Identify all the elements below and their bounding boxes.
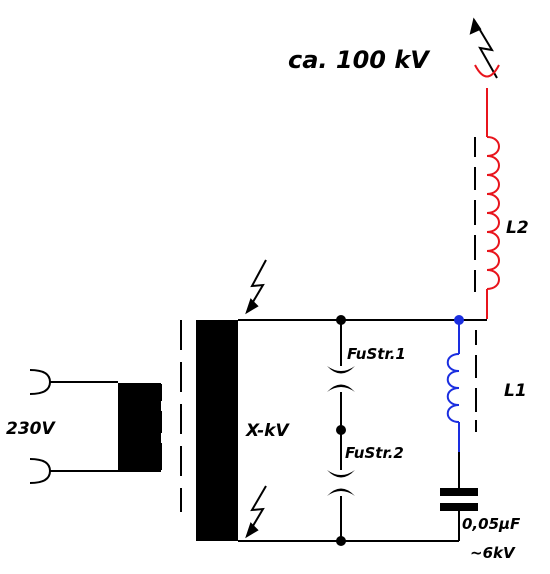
- primary-coil-label: L1: [504, 381, 527, 401]
- secondary-coil-label: L2: [506, 218, 529, 238]
- secondary-coil-L2: [474, 64, 500, 319]
- capacitor-voltage-label: ~6kV: [470, 544, 516, 562]
- capacitor: [440, 488, 478, 511]
- spark-gap-2-label: FuStr.2: [345, 444, 404, 462]
- output-voltage-label: ca. 100 kV: [288, 46, 431, 74]
- bottom-wire: [238, 452, 460, 542]
- spark-gap-1-label: FuStr.1: [347, 345, 406, 363]
- spark-lightning-icon-bottom: [245, 485, 267, 539]
- hv-transformer: [180, 320, 238, 541]
- transformer-output-label: X-kV: [245, 421, 290, 441]
- mains-input-wires: [29, 369, 118, 484]
- spark-lightning-icon-top: [245, 259, 267, 315]
- capacitor-value-label: 0,05µF: [462, 515, 521, 533]
- junction-dot-coil: [454, 315, 464, 325]
- spark-gap-2: [327, 470, 355, 496]
- mains-input-transformer: [118, 383, 162, 472]
- spark-gap-1: [327, 366, 355, 392]
- primary-coil-L1: [446, 320, 460, 452]
- discharge-lightning-icon: [469, 17, 498, 79]
- mains-voltage-label: 230V: [6, 419, 56, 439]
